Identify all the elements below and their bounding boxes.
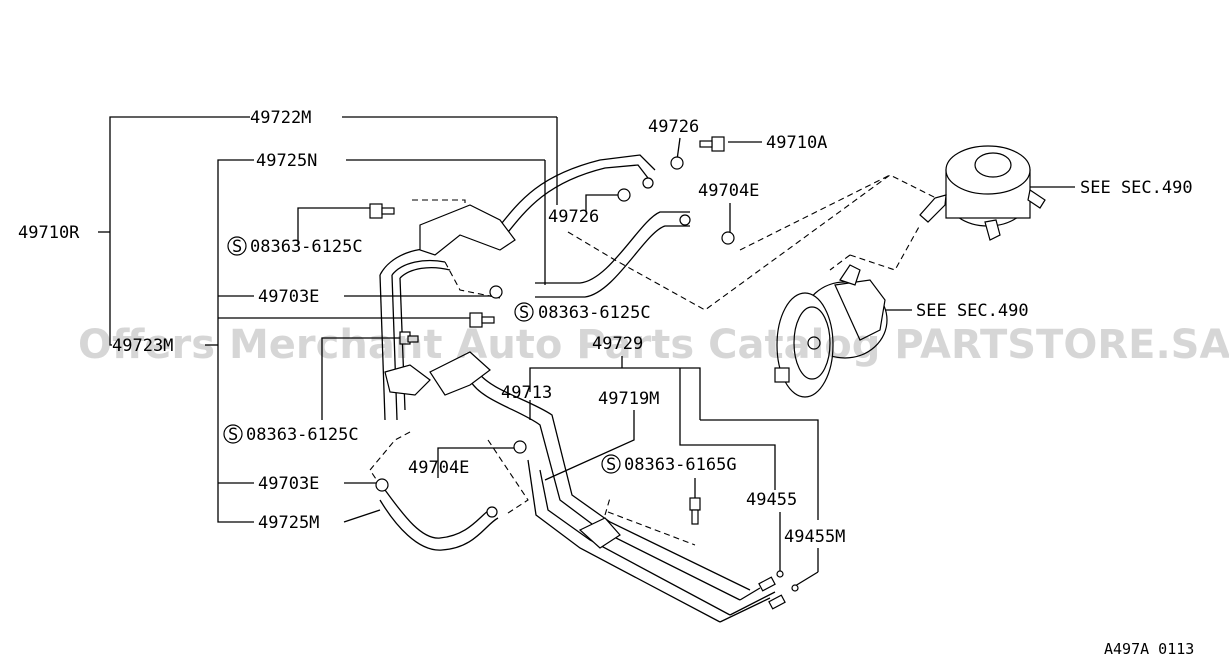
standard-part-mark: S: [606, 455, 616, 475]
part-label-49713: 49713: [501, 383, 552, 403]
standard-part-icon: [514, 302, 534, 322]
part-label-49726-mid: 49726: [548, 207, 599, 227]
clamp-icon: [489, 285, 503, 299]
o-ring-icon: [776, 570, 784, 578]
section-ref-490-tank: SEE SEC.490: [1080, 178, 1193, 198]
leader-lines: [98, 116, 1075, 587]
flare-nut-icon: [768, 594, 786, 610]
power-steering-pump: [774, 264, 888, 398]
part-label-49723m: 49723M: [112, 336, 173, 356]
watermark: Offers Merchant Auto Parts Catalog PARTS…: [78, 322, 1229, 368]
part-label-08363-6125c-mid: 08363-6125C: [538, 303, 651, 323]
standard-part-mark: S: [519, 303, 529, 323]
part-labels: 49722M 49725N 49710R 49726 49710A 49726 …: [18, 108, 1193, 547]
o-ring-icon: [791, 584, 799, 592]
reservoir-tank: [919, 145, 1046, 241]
part-label-49729: 49729: [592, 334, 643, 354]
part-label-49703e-top: 49703E: [258, 287, 319, 307]
clamp-icon: [486, 506, 498, 518]
pipe-clamp-bracket: [578, 517, 621, 549]
bolt-icon: [689, 497, 701, 525]
part-label-49722m: 49722M: [250, 108, 311, 128]
bolt-icon: [699, 136, 725, 152]
part-label-49725m: 49725M: [258, 513, 319, 533]
clamp-icon: [721, 231, 735, 245]
part-label-49704e-top: 49704E: [698, 181, 759, 201]
standard-part-08363-6125c-low: S 08363-6125C: [223, 424, 359, 445]
washer-icon: [642, 177, 654, 189]
section-ref-490-pump: SEE SEC.490: [916, 301, 1029, 321]
standard-part-mark: S: [232, 237, 242, 257]
part-label-49704e-bottom: 49704E: [408, 458, 469, 478]
part-label-49719m: 49719M: [598, 389, 659, 409]
part-label-08363-6125c-top: 08363-6125C: [250, 237, 363, 257]
standard-part-icon: [223, 424, 243, 444]
standard-part-icon: [601, 454, 621, 474]
standard-part-08363-6165g: S 08363-6165G: [601, 454, 737, 475]
part-label-08363-6125c-low: 08363-6125C: [246, 425, 359, 445]
part-label-49455: 49455: [746, 490, 797, 510]
part-label-08363-6165g: 08363-6165G: [624, 455, 737, 475]
bolt-icon: [469, 312, 495, 328]
pipe-bracket: [429, 351, 491, 396]
standard-part-mark: S: [228, 425, 238, 445]
bolt-icon: [369, 203, 395, 219]
part-label-49726-top: 49726: [648, 117, 699, 137]
part-label-49710a: 49710A: [766, 133, 827, 153]
clamp-icon: [375, 478, 389, 492]
part-label-49455m: 49455M: [784, 527, 845, 547]
part-label-49710r: 49710R: [18, 223, 80, 243]
clamp-icon: [679, 214, 691, 226]
standard-part-08363-6125c-mid: S 08363-6125C: [514, 302, 651, 323]
standard-part-08363-6125c-top: S 08363-6125C: [227, 236, 363, 257]
clamp-icon: [513, 440, 527, 454]
part-label-49725n: 49725N: [256, 151, 317, 171]
bolt-icon: [399, 331, 419, 345]
standard-part-icon: [227, 236, 247, 256]
pipe-bracket: [419, 204, 516, 256]
diagram-ref-code: A497A 0113: [1104, 640, 1194, 658]
washer-icon: [617, 188, 631, 202]
pipe-bracket: [384, 364, 431, 396]
flare-nut-icon: [758, 576, 776, 592]
fittings: [369, 136, 799, 610]
washer-icon: [670, 156, 684, 170]
part-label-49703e-bottom: 49703E: [258, 474, 319, 494]
